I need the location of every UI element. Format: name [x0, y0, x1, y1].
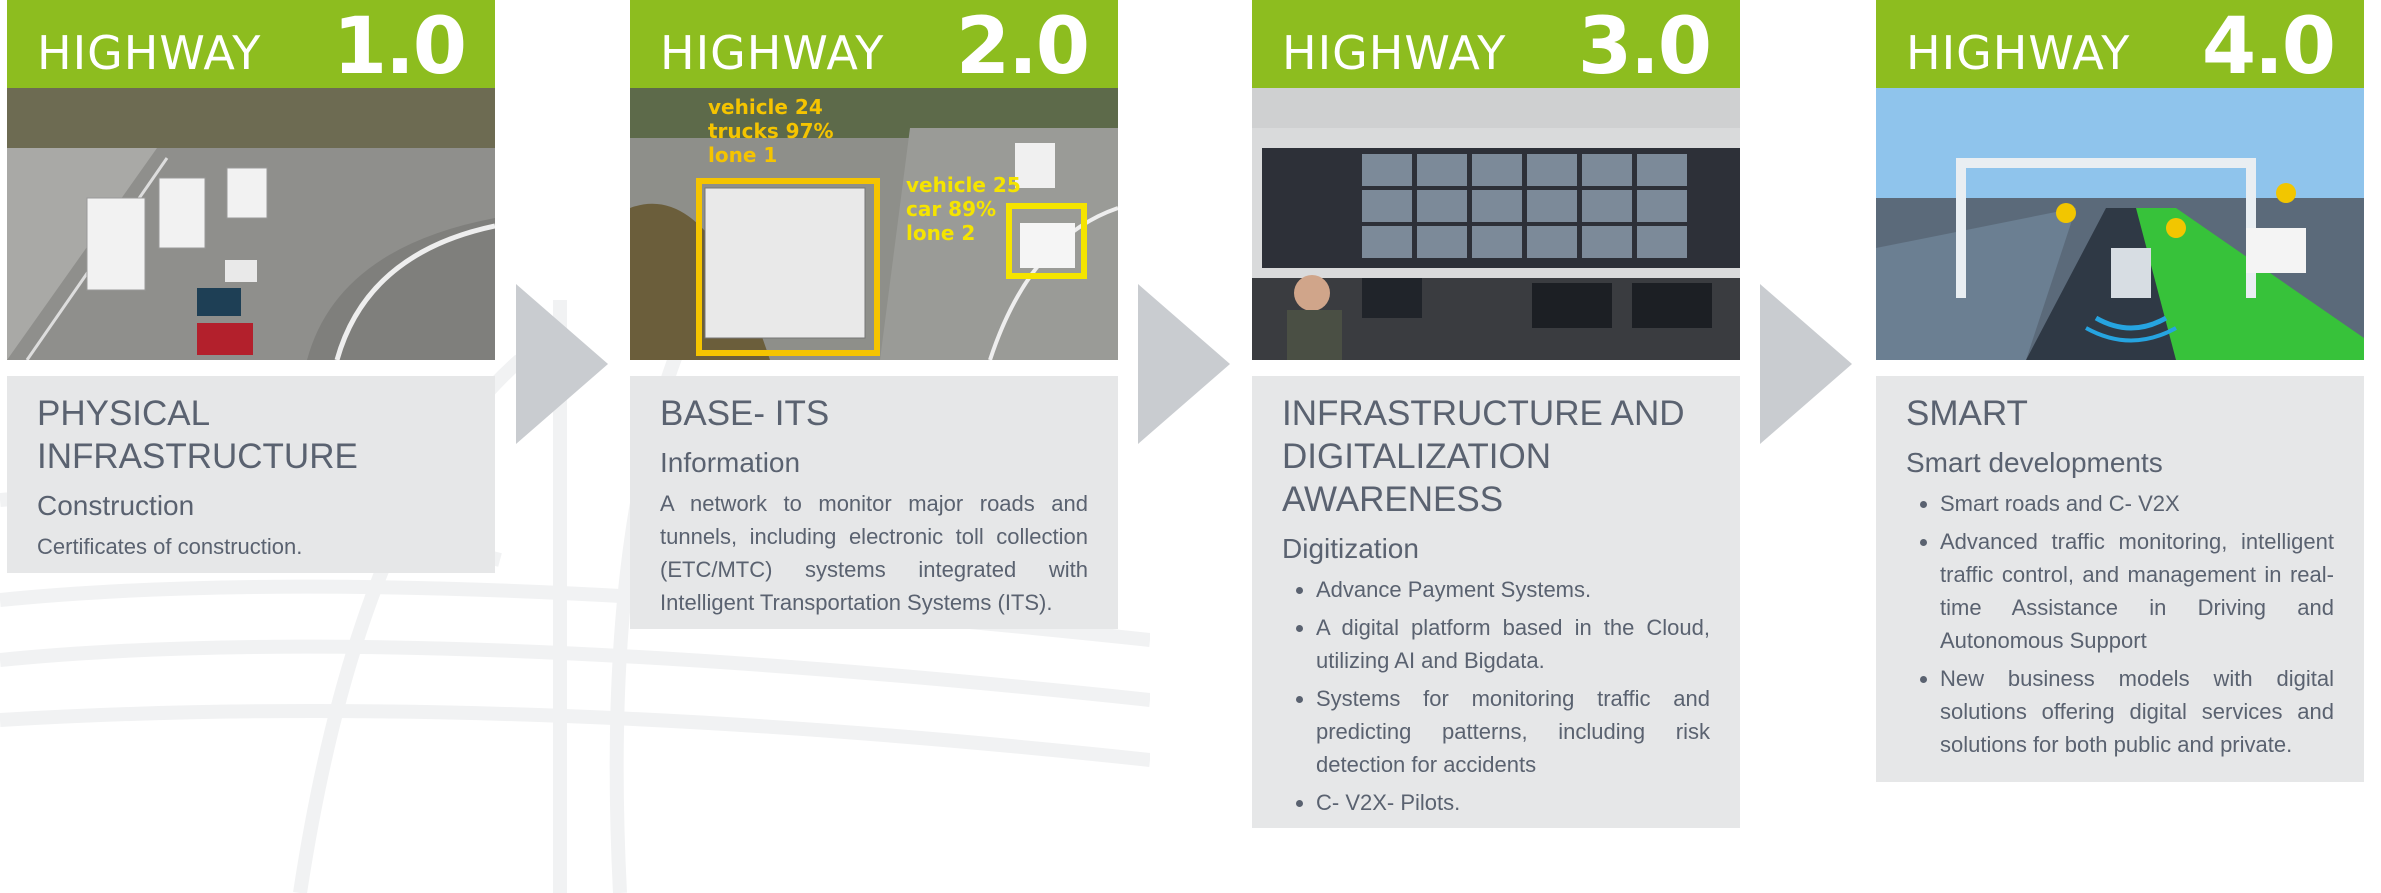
list-item: New business models with digital solutio…	[1940, 662, 2334, 761]
card-description: A network to monitor major roads and tun…	[660, 491, 1088, 615]
card-body: PHYSICAL INFRASTRUCTURE Construction Cer…	[7, 376, 495, 573]
card-title: BASE- ITS	[660, 394, 830, 433]
card-subtitle: Digitization	[1282, 533, 1419, 564]
card-title: PHYSICAL INFRASTRUCTURE	[37, 394, 358, 476]
header-word: HIGHWAY	[1282, 26, 1507, 80]
header-number: 4.0	[2201, 2, 2336, 92]
overlay-label-vehicle25-line2: car 89%	[906, 197, 996, 221]
card-title: INFRASTRUCTURE AND DIGITALIZATION AWAREN…	[1282, 394, 1685, 519]
header-word: HIGHWAY	[37, 26, 262, 80]
header-word: HIGHWAY	[660, 26, 885, 80]
vehicle-detection-photo: vehicle 24 trucks 97% lone 1 vehicle 25 …	[630, 88, 1118, 360]
bullet-list: Smart roads and C- V2X Advanced traffic …	[1906, 487, 2334, 761]
card-highway-3: HIGHWAY 3.0	[1252, 0, 1740, 828]
chevron-right-icon	[1760, 284, 1852, 444]
card-subtitle: Construction	[37, 490, 195, 521]
overlay-label-vehicle25-line3: lone 2	[906, 221, 975, 245]
card-header: HIGHWAY 3.0	[1252, 0, 1740, 92]
card-header: HIGHWAY 1.0	[7, 0, 495, 92]
card-highway-4: HIGHWAY 4.0 SMART Smart developments Sma…	[1876, 0, 2364, 782]
bullet-list: Advance Payment Systems. A digital platf…	[1282, 573, 1710, 819]
list-item: Smart roads and C- V2X	[1940, 487, 2334, 520]
header-number: 1.0	[332, 2, 467, 92]
list-item: C- V2X- Pilots.	[1316, 786, 1710, 819]
card-header: HIGHWAY 4.0	[1876, 0, 2364, 92]
overlay-label-vehicle24-line3: lone 1	[708, 143, 777, 167]
list-item: A digital platform based in the Cloud, u…	[1316, 611, 1710, 677]
overlay-label-vehicle25-line1: vehicle 25	[906, 173, 1021, 197]
card-title: SMART	[1906, 394, 2028, 433]
card-subtitle: Smart developments	[1906, 447, 2163, 478]
highway-trucks-photo	[7, 88, 495, 360]
header-number: 3.0	[1577, 2, 1712, 92]
card-body: BASE- ITS Information A network to monit…	[630, 376, 1118, 629]
overlay-label-vehicle24-line2: trucks 97%	[708, 119, 834, 143]
control-room-photo	[1252, 88, 1740, 360]
list-item: Systems for monitoring traffic and predi…	[1316, 682, 1710, 781]
card-highway-1: HIGHWAY 1.0 PHYSICAL INFRASTRUCTURE Cons…	[7, 0, 495, 573]
card-body: SMART Smart developments Smart roads and…	[1876, 376, 2364, 782]
card-header: HIGHWAY 2.0	[630, 0, 1118, 92]
card-description: Certificates of construction.	[37, 534, 303, 559]
overlay-label-vehicle24-line1: vehicle 24	[708, 95, 823, 119]
header-number: 2.0	[955, 2, 1090, 92]
card-highway-2: HIGHWAY 2.0 vehicle 24 trucks 97% lone 1…	[630, 0, 1118, 629]
card-body: INFRASTRUCTURE AND DIGITALIZATION AWAREN…	[1252, 376, 1740, 828]
card-subtitle: Information	[660, 447, 801, 478]
list-item: Advanced traffic monitoring, intelligent…	[1940, 525, 2334, 657]
list-item: Advance Payment Systems.	[1316, 573, 1710, 606]
smart-highway-illustration	[1876, 88, 2364, 360]
chevron-right-icon	[516, 284, 608, 444]
chevron-right-icon	[1138, 284, 1230, 444]
header-word: HIGHWAY	[1906, 26, 2131, 80]
